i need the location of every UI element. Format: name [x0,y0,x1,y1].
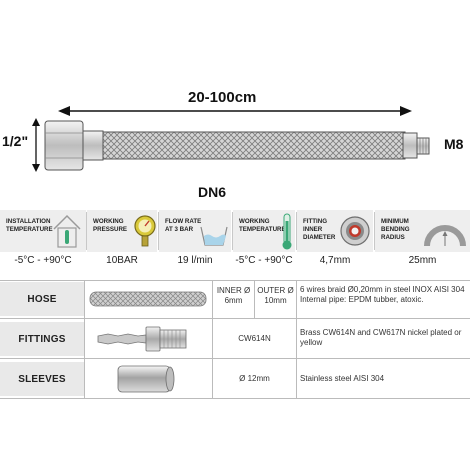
row-label-fittings: FITTINGS [0,322,84,356]
table-border [296,280,297,398]
spec-value-flow-rate: 19 l/min [177,255,213,266]
sleeve-description: Stainless steel AISI 304 [300,374,385,383]
thermometer-icon [282,213,292,250]
spec-fitting-inner-diameter: FITTING INNER DIAMETER [297,210,373,252]
row-label-sleeves: SLEEVES [0,362,84,396]
table-border [84,280,85,398]
fitting-material-code: CW614N [238,334,271,343]
spec-divider [158,212,159,250]
braided-hose [102,131,406,160]
spec-working-temperature: WORKING TEMPERATURE [233,210,295,252]
hose-description: 6 wires braid Ø0,20mm in steel INOX AISI… [300,285,465,304]
male-thread-fitting [402,132,430,159]
row-label-hose: HOSE [0,282,84,316]
water-flow-icon [200,226,228,246]
spec-divider [232,212,233,250]
spec-value-working-temperature: -5°C - +90°C [235,255,293,266]
spec-divider [86,212,87,250]
spec-title: INSTALLATION TEMPERATURE [6,218,53,233]
spec-title: FITTING INNER DIAMETER [303,218,336,241]
length-arrow [58,106,412,116]
table-border [0,398,470,399]
spec-value-fitting-inner-diameter: 4,7mm [319,255,351,266]
house-thermometer-icon [53,214,81,248]
spec-title: FLOW RATE AT 3 BAR [165,218,202,233]
spec-title: MINIMUM BENDING RADIUS [381,218,410,241]
sleeve-image [117,365,175,393]
spec-flow-rate: FLOW RATE AT 3 BAR [159,210,231,252]
spec-value-minimum-bending-radius: 25mm [408,255,437,266]
table-border [212,280,213,398]
hose-inner-diameter: INNER Ø 6mm [216,286,251,305]
sleeve-diameter: Ø 12mm [239,374,270,383]
spec-title: WORKING PRESSURE [93,218,128,233]
hex-nut [44,120,104,171]
pressure-gauge-icon [134,215,156,247]
spec-value-working-pressure: 10BAR [106,255,138,266]
spec-installation-temperature: INSTALLATION TEMPERATURE [0,210,86,252]
table-border [254,280,255,318]
fitting-image [97,326,187,352]
hose-drawing [32,106,430,172]
hose-diagram: 20-100cm 1/2" DN6 M8 [0,0,470,200]
table-border [0,358,470,359]
spec-strip: INSTALLATION TEMPERATURE WORKING PRESSUR… [0,210,470,268]
table-border [0,280,470,281]
hose-image [89,291,207,307]
length-label: 20-100cm [188,89,257,106]
spec-value-installation-temperature: -5°C - +90°C [14,255,72,266]
dn-label: DN6 [198,184,227,200]
spec-divider [374,212,375,250]
spec-title: WORKING TEMPERATURE [239,218,286,233]
thread-size-arrow [32,118,40,172]
bending-radius-icon [424,225,466,247]
spec-working-pressure: WORKING PRESSURE [87,210,157,252]
thread-size-label: 1/2" [2,133,29,149]
fitting-ring-icon [340,216,370,246]
spec-minimum-bending-radius: MINIMUM BENDING RADIUS [375,210,470,252]
hose-outer-diameter: OUTER Ø 10mm [257,286,294,305]
spec-divider [296,212,297,250]
fitting-description: Brass CW614N and CW617N nickel plated or… [300,328,462,347]
male-thread-label: M8 [444,136,464,152]
components-table: HOSE INNER Ø 6mm OUTER Ø 10mm 6 wires br… [0,280,470,400]
table-border [0,318,470,319]
